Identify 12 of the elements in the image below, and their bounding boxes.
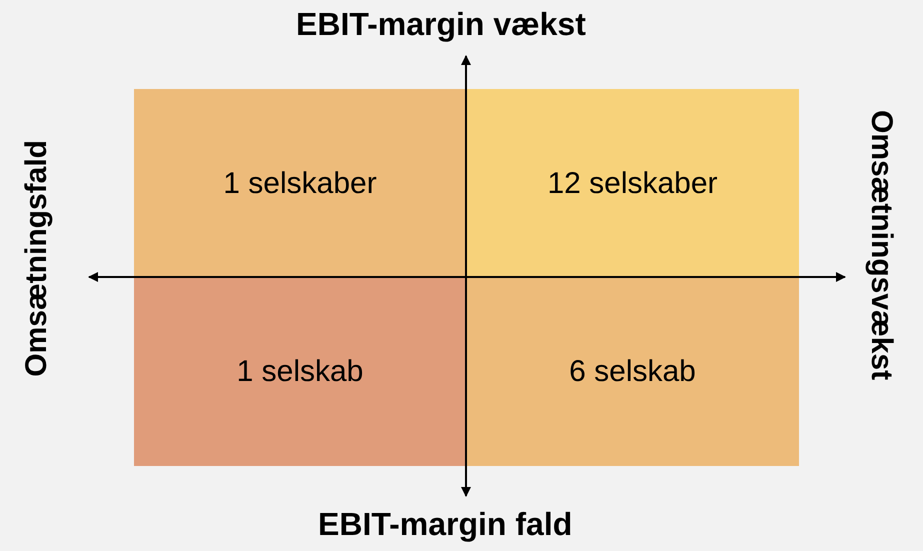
axis-label: EBIT-margin fald [318, 508, 572, 540]
quadrant-text: 1 selskab [236, 354, 364, 390]
quadrant-box [134, 277, 466, 466]
quadrant-text: 1 selskaber [223, 166, 377, 202]
quadrant-box [466, 277, 799, 466]
quadrant-text: 6 selskab [569, 354, 696, 390]
axis-label: EBIT-margin vækst [296, 8, 586, 40]
axis-label: Omsætningsfald [22, 140, 52, 377]
quadrant-box [134, 89, 466, 277]
axis-label: Omsætningsvækst [866, 110, 896, 380]
quadrant-box [466, 89, 799, 277]
quadrant-text: 12 selskaber [547, 166, 718, 202]
